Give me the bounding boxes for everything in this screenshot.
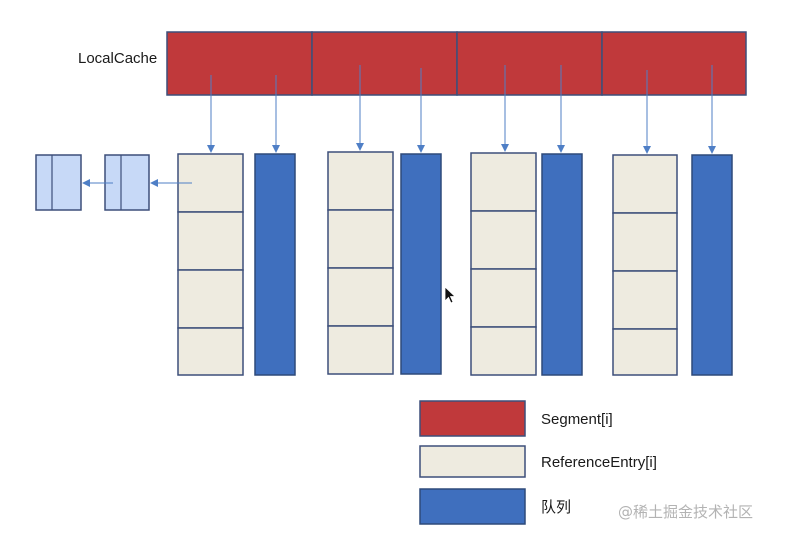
legend-label-queue: 队列: [541, 499, 571, 516]
entry-cell: [612, 270, 678, 330]
segment-bar: [166, 31, 747, 96]
legend-item-queue: 队列: [419, 488, 571, 525]
entry-cell: [612, 154, 678, 214]
segment-group-0: [177, 153, 296, 376]
chain-node-1: [35, 154, 82, 211]
entry-cell: [177, 211, 244, 271]
segment-block-1: [311, 31, 458, 96]
entry-cell: [612, 328, 678, 376]
entry-cell: [470, 152, 537, 212]
segment-block-0: [166, 31, 313, 96]
entry-table-3: [612, 154, 678, 376]
entry-cell: [327, 325, 394, 375]
entry-cell: [327, 151, 394, 211]
entry-table-2: [470, 152, 537, 376]
legend-item-reference-entry: ReferenceEntry[i]: [419, 445, 657, 478]
legend-label-reference-entry: ReferenceEntry[i]: [541, 454, 657, 471]
legend: Segment[i] ReferenceEntry[i] 队列: [419, 400, 657, 525]
entry-cell: [177, 269, 244, 329]
segment-block-2: [456, 31, 603, 96]
segment-group-3: [612, 154, 733, 376]
queue-3: [691, 154, 733, 376]
legend-swatch-queue: [419, 488, 526, 525]
entry-cell: [327, 209, 394, 269]
entry-cell: [470, 210, 537, 270]
queue-1: [400, 153, 442, 375]
entry-table-0: [177, 153, 244, 376]
legend-swatch-segment: [419, 400, 526, 437]
segment-arrows: [207, 65, 716, 154]
entry-cell: [470, 268, 537, 328]
segment-block-3: [601, 31, 747, 96]
entry-cell: [177, 327, 244, 376]
segment-group-2: [470, 152, 583, 376]
localcache-label: LocalCache: [78, 50, 157, 67]
entry-cell: [612, 212, 678, 272]
entry-cell: [470, 326, 537, 376]
legend-label-segment: Segment[i]: [541, 411, 613, 428]
watermark: @稀土掘金技术社区: [618, 503, 753, 521]
entry-cell: [327, 267, 394, 327]
legend-swatch-reference-entry: [419, 445, 526, 478]
segment-group-1: [327, 151, 442, 375]
queue-2: [541, 153, 583, 376]
mouse-cursor-icon: [444, 286, 457, 304]
entry-chain: [35, 154, 192, 211]
entry-table-1: [327, 151, 394, 375]
queue-0: [254, 153, 296, 376]
legend-item-segment: Segment[i]: [419, 400, 613, 437]
